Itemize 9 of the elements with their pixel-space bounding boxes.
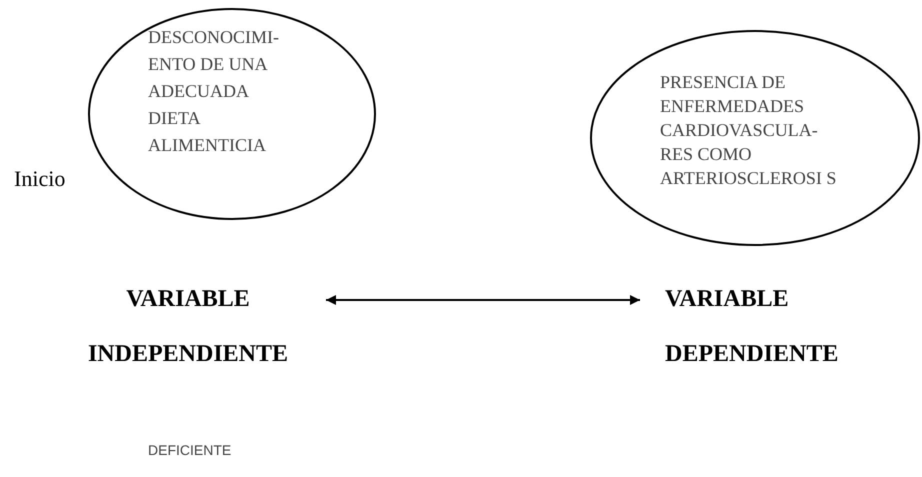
node-text: PRESENCIA DE ENFERMEDADES CARDIOVASCULA- RES COMO ARTERIOSCLEROSI S (660, 71, 838, 190)
ellipse-node (88, 8, 376, 220)
node-text: DESCONOCIMI- ENTO DE UNA ADECUADA DIETA ALIMENTICIA (148, 26, 280, 157)
start-label: Inicio (14, 166, 66, 192)
level-label: DEFICIENTE (148, 442, 232, 458)
ellipse-node (590, 30, 920, 246)
variable-heading: VARIABLE INDEPENDIENTE (86, 285, 290, 369)
variable-heading: VARIABLE DEPENDIENTE (665, 285, 840, 369)
double-arrow (326, 295, 640, 305)
